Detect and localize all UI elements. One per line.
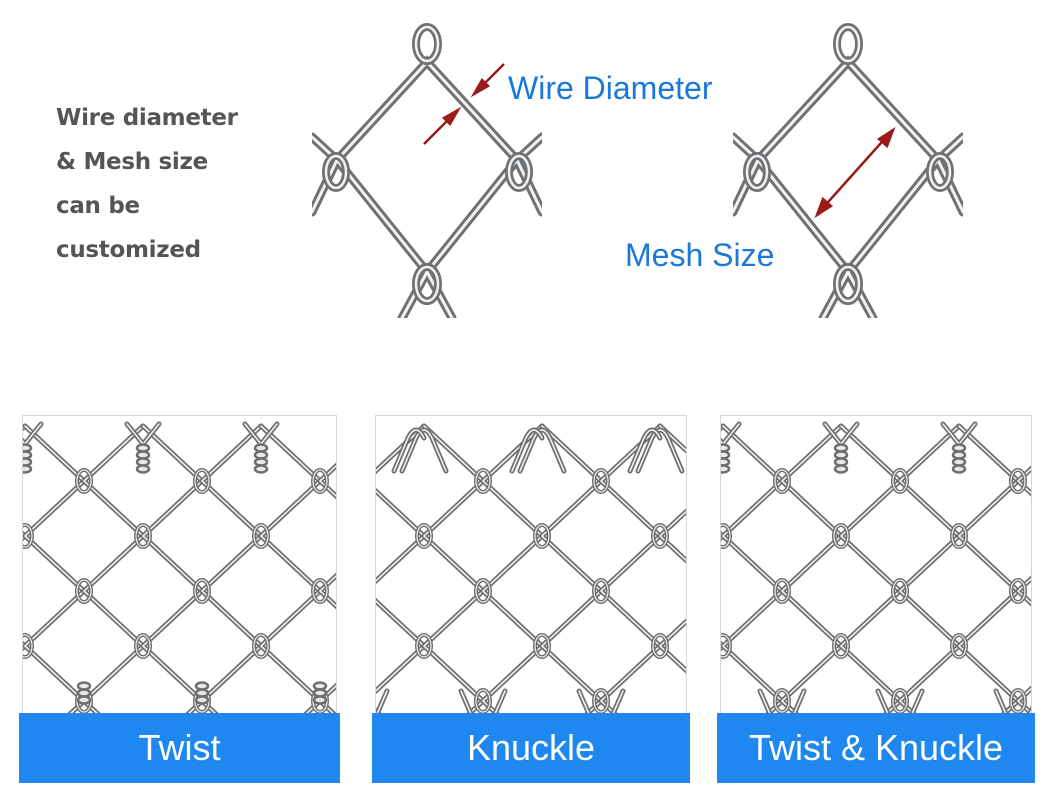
intro-line: can be [56, 193, 140, 219]
knuckle-caption: Knuckle [372, 713, 690, 783]
twist-panel: Twist [19, 415, 340, 783]
mesh-size-diagram [733, 22, 963, 318]
intro-line: & Mesh size [56, 149, 208, 175]
twist-knuckle-caption: Twist & Knuckle [717, 713, 1035, 783]
twist-knuckle-panel: Twist & Knuckle [717, 415, 1035, 783]
wire-diameter-diagram [312, 22, 542, 318]
wire-diameter-label: Wire Diameter [508, 70, 713, 106]
mesh-pattern [23, 421, 336, 716]
mesh-pattern [376, 423, 686, 716]
mesh-size-arrow [814, 126, 896, 219]
mesh-pattern [721, 421, 1031, 716]
intro-line: Wire diameter [56, 105, 238, 131]
mesh-size-label: Mesh Size [625, 237, 775, 273]
knuckle-panel: Knuckle [372, 415, 690, 783]
customization-note: Wire diameter & Mesh size can be customi… [56, 96, 286, 272]
diameter-arrows [423, 63, 505, 145]
intro-line: customized [56, 237, 201, 263]
twist-caption: Twist [19, 713, 340, 783]
